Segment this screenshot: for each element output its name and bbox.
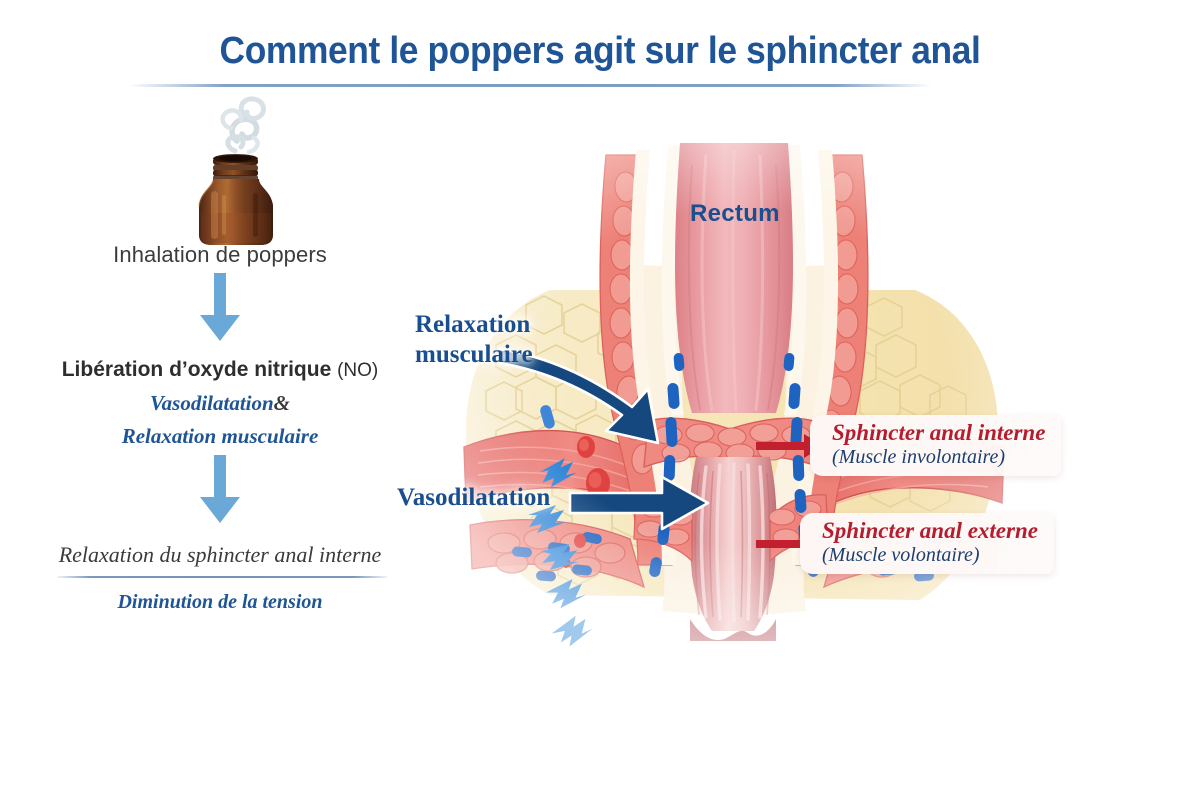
flow-step-inhalation: Inhalation de poppers: [113, 242, 327, 267]
flow-substep-ampersand: &: [273, 391, 291, 415]
flow-arrow-2: [193, 455, 247, 529]
flow-step-nitric-oxide: Libération d’oxyde nitrique (NO): [20, 358, 420, 382]
flow-substep-vasodilatation: Vasodilatation: [149, 391, 274, 415]
flow-divider: [57, 576, 387, 578]
label-vasodilatation: Vasodilatation: [397, 484, 551, 511]
label-relaxation-line2: musculaire: [415, 340, 533, 368]
callout-external-sphincter: Sphincter anal externe (Muscle volontair…: [800, 513, 1054, 574]
mechanism-flow-column: Inhalation de poppers Libération d’oxyde…: [20, 95, 420, 635]
flow-step-nitric-oxide-label: Libération d’oxyde nitrique: [61, 358, 332, 381]
flow-arrow-1: [193, 273, 247, 347]
label-relaxation-line1: Relaxation: [415, 311, 531, 338]
label-rectum: Rectum: [690, 200, 780, 227]
label-relaxation-musculaire: Relaxation musculaire: [415, 310, 533, 369]
poppers-bottle-icon: [198, 96, 273, 245]
poppers-bottle-illustration: [175, 95, 315, 245]
title-divider: [128, 84, 932, 87]
page-title: Comment le poppers agit sur le sphincter…: [219, 30, 981, 72]
callout-external-subtitle: (Muscle volontaire): [822, 543, 980, 566]
flow-step-nitric-oxide-suffix: (NO): [337, 360, 379, 381]
title-block: Comment le poppers agit sur le sphincter…: [0, 30, 1200, 87]
flow-substep-vasodilatation-line: Vasodilatation&: [20, 391, 420, 416]
vapor-swirl-icon: [220, 96, 266, 155]
callout-internal-title: Sphincter anal interne: [832, 420, 1046, 445]
callout-internal-subtitle: (Muscle involontaire): [832, 445, 1006, 468]
callout-internal-sphincter: Sphincter anal interne (Muscle involonta…: [810, 415, 1062, 476]
flow-step-sphincter-relaxation: Relaxation du sphincter anal interne: [58, 542, 382, 567]
callout-external-title: Sphincter anal externe: [822, 518, 1038, 543]
flow-substep-relaxation-musculaire: Relaxation musculaire: [121, 424, 319, 448]
flow-substep-diminution: Diminution de la tension: [117, 591, 323, 613]
